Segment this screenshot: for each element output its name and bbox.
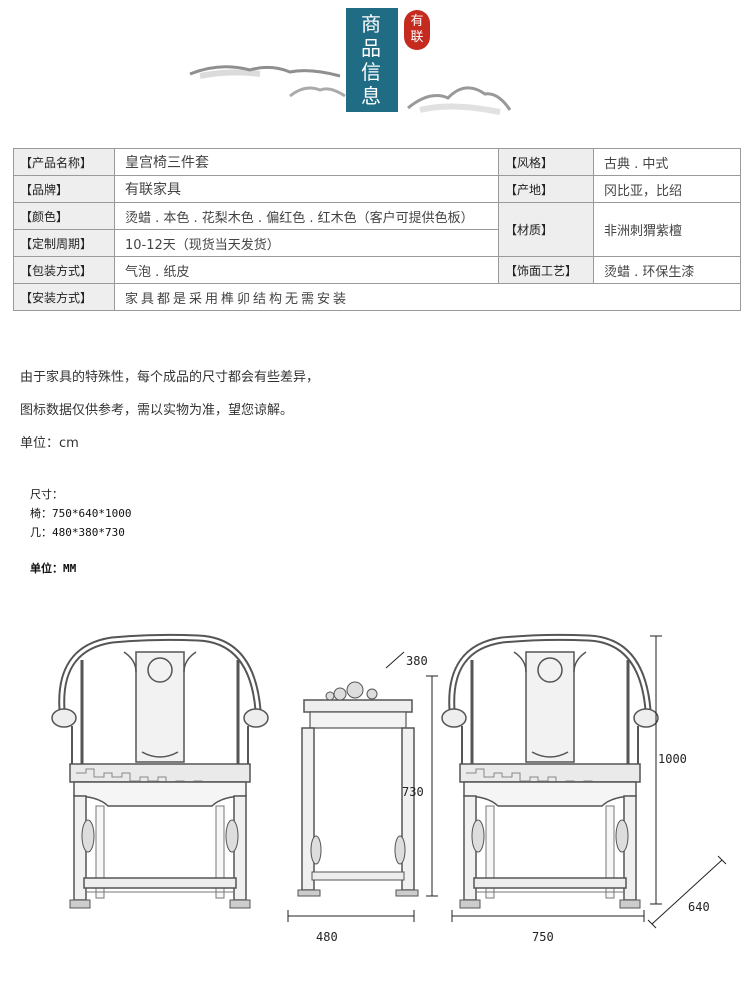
product-name-value: 皇宫椅三件套 (114, 148, 499, 176)
seal-char: 有 (410, 14, 424, 29)
product-name-label: 【产品名称】 (13, 148, 115, 176)
table-row: 【包装方式】 气泡 . 纸皮 【饰面工艺】 烫蜡 . 环保生漆 (13, 256, 741, 284)
dimensions-title: 尺寸： (30, 488, 63, 501)
title-char: 息 (361, 84, 383, 108)
title-char: 品 (361, 36, 383, 60)
lead-time-value: 10-12天（现货当天发货） (114, 229, 499, 257)
color-value: 烫蜡 . 本色 . 花梨木色 . 偏红色 . 红木色（客户可提供色板） (114, 202, 499, 230)
brand-seal: 有 联 (404, 10, 430, 50)
note-line: 由于家具的特殊性，每个成品的尺寸都会有些差异， (20, 370, 320, 385)
dimensions-unit: 单位：MM (30, 562, 77, 575)
style-label: 【风格】 (498, 148, 594, 176)
section-title: 商 品 信 息 (346, 8, 398, 112)
table-dimensions: 几：480*380*730 (30, 526, 125, 539)
table-row: 【安装方式】 家具都是采用榫卯结构无需安装 (13, 283, 741, 311)
finish-label: 【饰面工艺】 (498, 256, 594, 284)
color-label: 【颜色】 (13, 202, 115, 230)
section-header: 商 品 信 息 有 联 (0, 0, 750, 130)
title-char: 信 (361, 60, 383, 84)
material-value: 非洲刺猬紫檀 (593, 202, 741, 257)
install-label: 【安装方式】 (13, 283, 115, 311)
table-depth-label: 380 (406, 654, 428, 668)
chair-height-label: 1000 (658, 752, 687, 766)
seal-char: 联 (410, 30, 424, 45)
product-spec-table: 【产品名称】 皇宫椅三件套 【风格】 古典 . 中式 【品牌】 有联家具 【产地… (13, 148, 741, 311)
side-table-illustration (297, 681, 419, 897)
origin-label: 【产地】 (498, 175, 594, 203)
lead-time-label: 【定制周期】 (13, 229, 115, 257)
furniture-dimension-diagram: 380 730 480 1000 750 640 (0, 600, 727, 944)
table-width-label: 480 (316, 930, 338, 944)
title-char: 商 (361, 12, 383, 36)
chair-side-illustration (442, 637, 658, 908)
dimension-lines (287, 635, 727, 929)
packaging-value: 气泡 . 纸皮 (114, 256, 499, 284)
chair-depth-label: 640 (688, 900, 710, 914)
install-value: 家具都是采用榫卯结构无需安装 (114, 283, 741, 311)
chair-width-label: 750 (532, 930, 554, 944)
origin-value: 冈比亚，比绍 (593, 175, 741, 203)
packaging-label: 【包装方式】 (13, 256, 115, 284)
finish-value: 烫蜡 . 环保生漆 (593, 256, 741, 284)
table-row: 【定制周期】 10-12天（现货当天发货） (13, 229, 741, 257)
material-label: 【材质】 (498, 202, 594, 257)
chair-front-illustration (52, 637, 268, 908)
chair-dimensions: 椅：750*640*1000 (30, 507, 132, 520)
ink-mountains-decoration (189, 65, 512, 115)
brand-label: 【品牌】 (13, 175, 115, 203)
table-height-label: 730 (402, 785, 424, 799)
unit-note: 单位：cm (20, 436, 79, 451)
note-line: 图标数据仅供参考，需以实物为准，望您谅解。 (20, 403, 294, 418)
table-row: 【产品名称】 皇宫椅三件套 【风格】 古典 . 中式 (13, 148, 741, 176)
table-row: 【品牌】 有联家具 【产地】 冈比亚，比绍 (13, 175, 741, 203)
brand-value: 有联家具 (114, 175, 499, 203)
style-value: 古典 . 中式 (593, 148, 741, 176)
table-row: 【颜色】 烫蜡 . 本色 . 花梨木色 . 偏红色 . 红木色（客户可提供色板）… (13, 202, 741, 257)
